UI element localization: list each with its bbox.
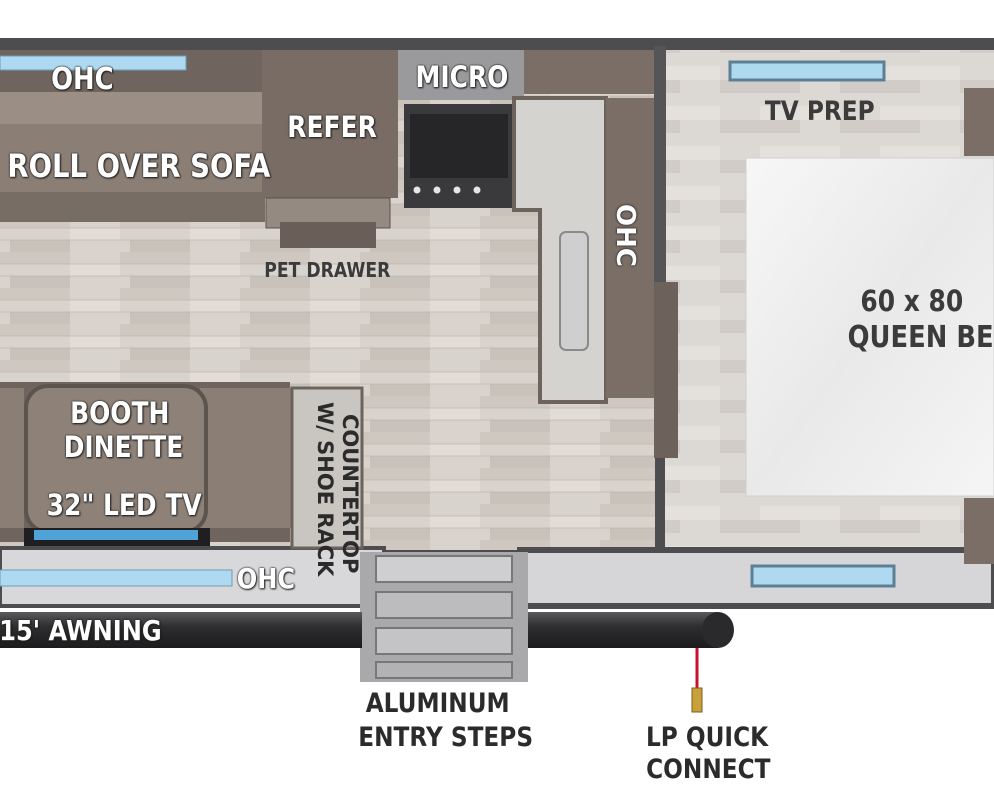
- shoe-rack-counter: [290, 386, 364, 550]
- label-shoe-rack: W/ SHOE RACK: [313, 402, 337, 577]
- label-countertop: COUNTERTOP: [338, 414, 362, 574]
- label-roll-over-sofa: ROLL OVER SOFA: [7, 147, 271, 185]
- bedroom-light-bottom: [750, 564, 896, 588]
- ohc-cabinet-kitchen: [606, 98, 654, 398]
- label-steps-2: ENTRY STEPS: [358, 722, 534, 753]
- kitchen-sink: [559, 231, 589, 351]
- ohc-light-bottom: [0, 569, 233, 587]
- label-ohc-kitchen: OHC: [610, 204, 640, 267]
- label-awning: 15' AWNING: [0, 614, 162, 647]
- bedroom-light-top: [728, 60, 886, 82]
- label-pet-drawer: PET DRAWER: [264, 258, 391, 282]
- label-tv-prep: TV PREP: [764, 96, 875, 127]
- label-bed-size: 60 x 80: [860, 284, 964, 318]
- label-bed-name: QUEEN BED: [847, 320, 994, 355]
- label-ohc-bottom: OHC: [236, 562, 296, 595]
- pet-drawer: [280, 222, 376, 248]
- label-steps-1: ALUMINUM: [365, 688, 510, 719]
- label-lp-1: LP QUICK: [645, 722, 769, 753]
- microwave: [398, 50, 524, 100]
- label-ohc-top: OHC: [51, 62, 114, 97]
- ohc-light-top: [0, 55, 187, 71]
- awning-tube: [0, 612, 362, 648]
- refer-cabinet: [262, 50, 398, 198]
- label-lp-2: CONNECT: [646, 754, 771, 785]
- label-micro: MICRO: [415, 60, 509, 94]
- label-refer: REFER: [287, 110, 377, 144]
- label-booth: BOOTH: [70, 396, 170, 430]
- queen-bed: [745, 157, 994, 497]
- lp-fitting: [691, 687, 703, 713]
- label-dinette: DINETTE: [63, 430, 184, 464]
- label-led-tv: 32" LED TV: [46, 488, 202, 522]
